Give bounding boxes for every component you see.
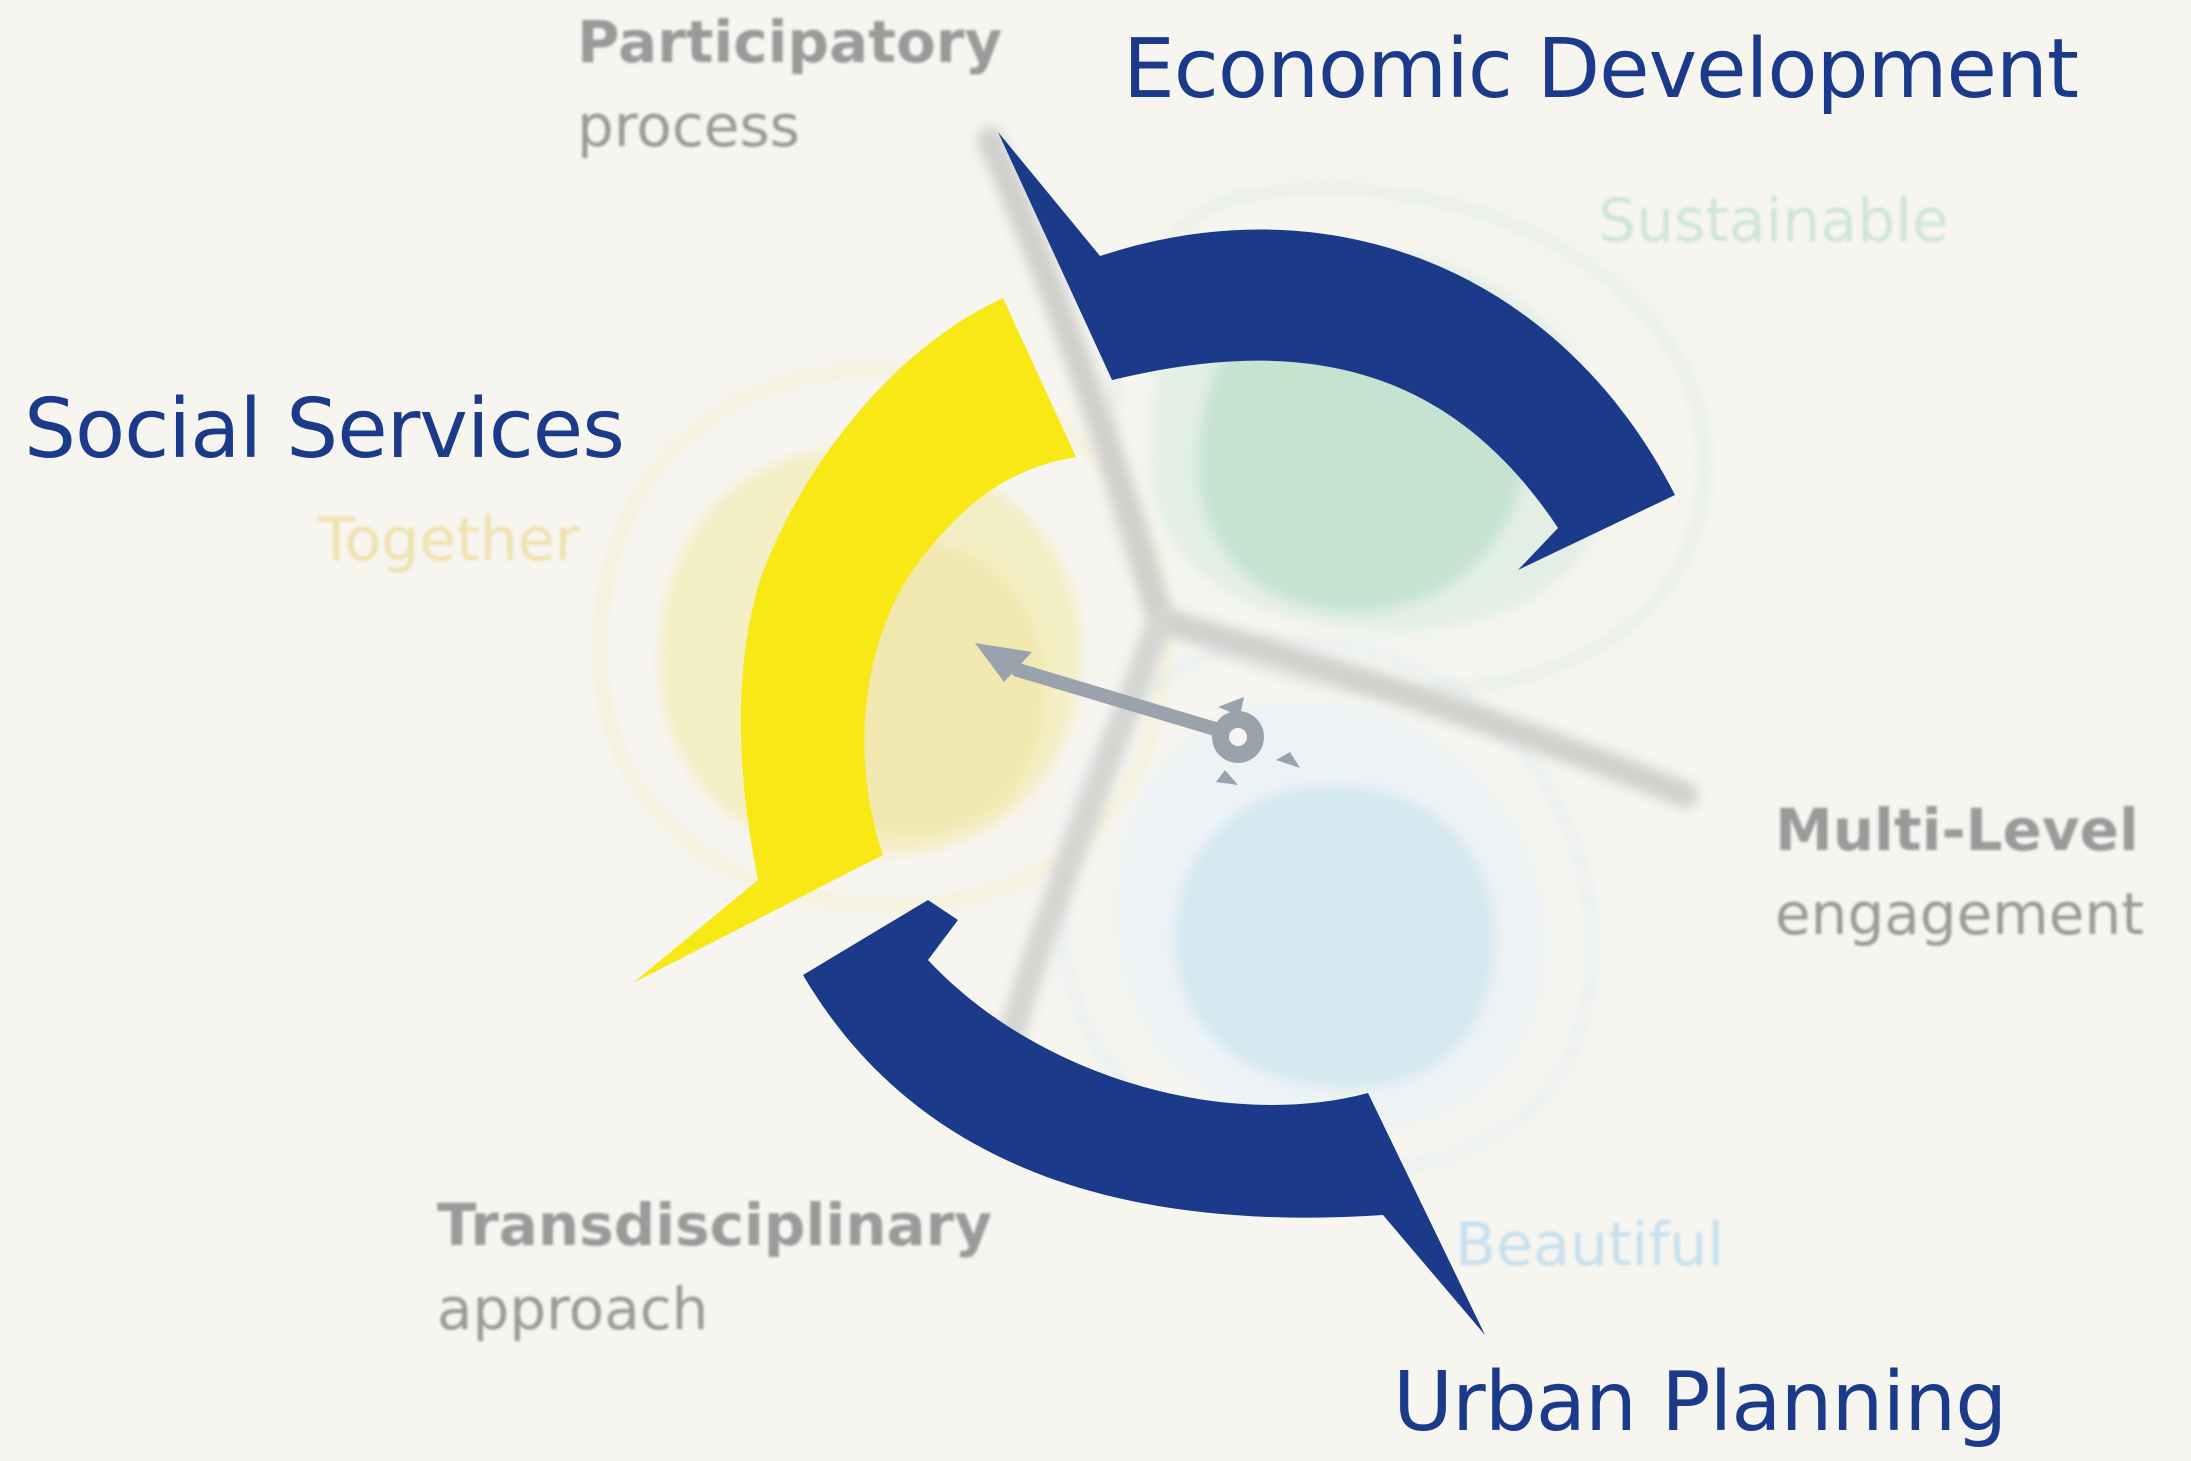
transdisciplinary-line1: Transdisciplinary (437, 1191, 993, 1259)
participatory-process-label: Participatory process (577, 0, 1002, 168)
multilevel-line2: engagement (1775, 880, 2144, 948)
sustainable-label: Sustainable (1598, 186, 1949, 256)
principles-connector (977, 127, 1698, 1053)
participatory-line2: process (577, 92, 800, 160)
urban-cycle-arrow (803, 900, 1485, 1335)
urban-planning-title: Urban Planning (1393, 1355, 2007, 1450)
social-services-title: Social Services (24, 382, 625, 477)
beautiful-label: Beautiful (1455, 1210, 1724, 1280)
multilevel-line1: Multi-Level (1775, 796, 2139, 864)
transdisciplinary-line2: approach (437, 1275, 709, 1343)
social-cycle-arrow (633, 298, 1076, 983)
transdisciplinary-approach-label: Transdisciplinary approach (437, 1183, 992, 1351)
participatory-line1: Participatory (577, 8, 1003, 76)
economic-development-title: Economic Development (1123, 22, 2079, 117)
economic-cycle-arrow (998, 132, 1675, 570)
together-label: Together (318, 505, 580, 575)
compass-needle-icon (975, 643, 1300, 785)
multi-level-engagement-label: Multi-Level engagement (1775, 788, 2144, 956)
beautiful-blob (1057, 637, 1594, 1173)
